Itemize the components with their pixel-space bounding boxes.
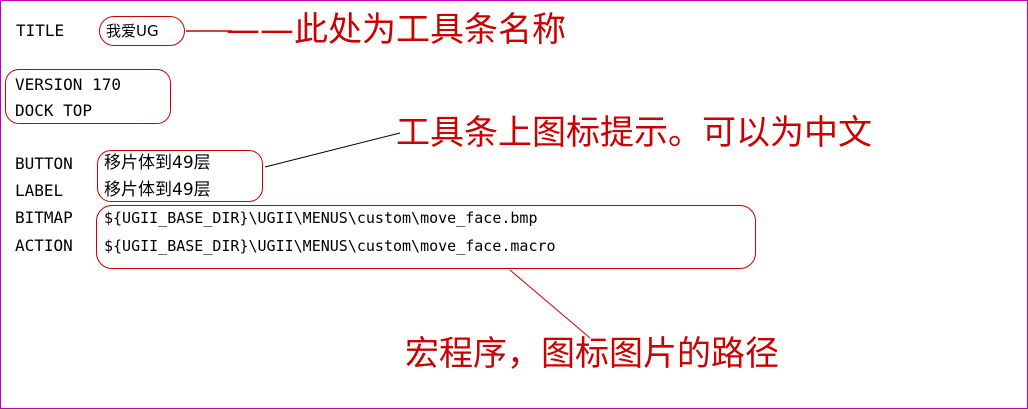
bitmap-value: ${UGII_BASE_DIR}\UGII\MENUS\custom\move_… bbox=[104, 209, 538, 227]
tooltip-connector bbox=[264, 132, 401, 168]
tooltip-values-oval bbox=[97, 150, 263, 202]
button-value: 移片体到49层 bbox=[104, 153, 211, 173]
path-connector bbox=[509, 269, 591, 339]
toolbar-name-annotation: ——此处为工具条名称 bbox=[226, 10, 566, 50]
icon-tip-annotation: 工具条上图标提示。可以为中文 bbox=[396, 113, 872, 153]
label-key: LABEL bbox=[15, 181, 64, 200]
paths-oval bbox=[96, 205, 756, 269]
action-key: ACTION bbox=[15, 236, 73, 255]
version-dock-oval bbox=[5, 69, 171, 124]
label-value: 移片体到49层 bbox=[104, 180, 211, 200]
macro-path-annotation: 宏程序，图标图片的路径 bbox=[405, 334, 779, 374]
title-key: TITLE bbox=[16, 21, 65, 40]
dock-line: DOCK TOP bbox=[15, 101, 93, 120]
button-key: BUTTON bbox=[15, 154, 73, 173]
bitmap-key: BITMAP bbox=[15, 208, 73, 227]
version-line: VERSION 170 bbox=[15, 75, 121, 94]
title-value-oval bbox=[99, 16, 185, 46]
title-value: 我爱UG bbox=[106, 22, 159, 40]
action-value: ${UGII_BASE_DIR}\UGII\MENUS\custom\move_… bbox=[104, 237, 556, 255]
